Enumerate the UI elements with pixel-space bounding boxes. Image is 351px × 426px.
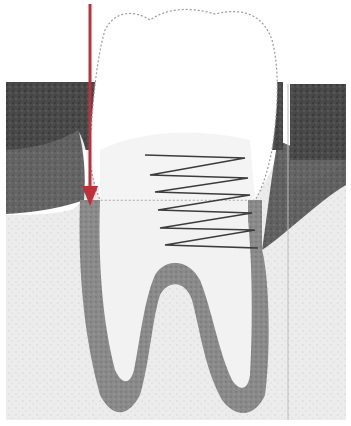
tooth-crown: [90, 9, 277, 200]
